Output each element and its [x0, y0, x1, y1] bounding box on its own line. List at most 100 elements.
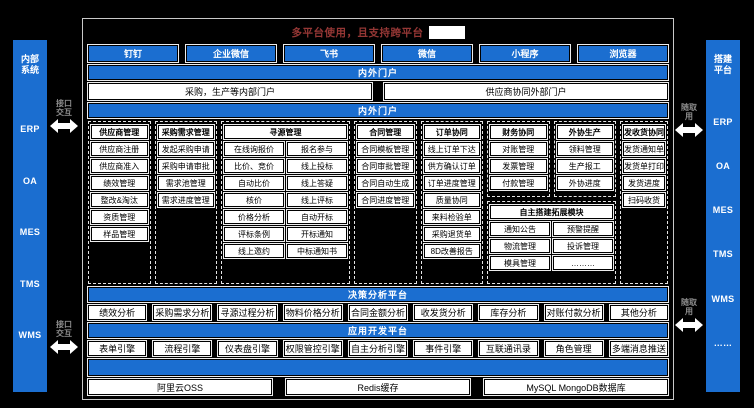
module-box: 合同模板管理: [357, 142, 414, 156]
rail-item: ERP: [20, 124, 40, 135]
group-title: 财务协同: [490, 125, 547, 139]
group-supplier: 供应商管理 供应商注册供应商准入绩效管理整改&淘汰资质管理样品管理: [88, 121, 151, 284]
analytics-box: 收发货分析: [414, 305, 473, 320]
group-title: 订单协同: [423, 125, 480, 139]
module-box: 扫码收货: [623, 193, 665, 207]
group-title: 合同管理: [357, 125, 414, 139]
module-box: 质量协同: [423, 193, 480, 207]
module-box: 中标通知书: [287, 244, 347, 258]
connector-label: 随取用: [681, 103, 697, 122]
analytics-box: 物料价格分析: [283, 305, 342, 320]
module-box: 需求池管理: [157, 176, 214, 190]
connector-label: 接口交互: [56, 320, 72, 339]
module-box: 价格分析: [224, 210, 284, 224]
analytics-row: 绩效分析采购需求分析寻源过程分析物料价格分析合同金额分析收发货分析库存分析对账付…: [88, 305, 668, 320]
title-row: 多平台使用，且支持跨平台: [88, 22, 668, 42]
group-items: 在线询报价报名参与比价、竞价线上投标自动比价线上答疑核价线上评标价格分析自动开标…: [224, 142, 347, 258]
analytics-box: 对账付款分析: [544, 305, 603, 320]
connector-label: 随取用: [681, 298, 697, 317]
group-finance: 财务协同 对账管理发票管理付款管理: [487, 121, 550, 197]
module-box: 订单进度管理: [423, 176, 480, 190]
engine-box: 权限管控引擎: [283, 341, 342, 356]
connector-left-top: 接口交互: [47, 99, 81, 134]
module-box: 发起采购申请: [157, 142, 214, 156]
channel-button: 微信: [382, 45, 472, 62]
rail-item: OA: [22, 175, 38, 186]
analytics-box: 合同金额分析: [348, 305, 408, 320]
connector-right-bottom: 随取用: [672, 298, 706, 333]
module-box: 自动比价: [224, 176, 284, 190]
module-box: 来料检验单: [423, 210, 480, 224]
module-box: 通知公告: [490, 222, 550, 236]
portal-box: 供应商协同外部门户: [384, 83, 668, 100]
group-items: 对账管理发票管理付款管理: [490, 142, 547, 190]
module-box: 发票管理: [490, 159, 547, 173]
portal-box: 采购，生产等内部门户: [88, 83, 372, 100]
module-box: 合同进度管理: [357, 193, 414, 207]
page-title: 多平台使用，且支持跨平台: [291, 26, 424, 39]
rail-title: 内部系统: [20, 54, 39, 76]
module-box: 资质管理: [91, 210, 148, 224]
group-title: 寻源管理: [224, 125, 347, 139]
group-items: 发起采购申请采购申请审批需求池管理需求进度管理: [157, 142, 214, 207]
group-title: 供应商管理: [91, 125, 148, 139]
module-box: 整改&淘汰: [91, 193, 148, 207]
connector-left-bottom: 接口交互: [47, 320, 81, 355]
module-box: 需求进度管理: [157, 193, 214, 207]
module-box: 比价、竞价: [224, 159, 284, 173]
module-box: 预警提醒: [553, 222, 613, 236]
engine-box: 仪表盘引擎: [218, 341, 277, 356]
channel-button: 小程序: [480, 45, 570, 62]
double-arrow-icon: [50, 340, 78, 355]
engine-box: 角色管理: [544, 341, 603, 356]
module-box: 采购申请审批: [157, 159, 214, 173]
group-items: 发货通知单发货单打印发货进度扫码收货: [623, 142, 665, 207]
analytics-box: 寻源过程分析: [218, 305, 277, 320]
module-box: ………: [553, 256, 613, 270]
portal-row: 采购，生产等内部门户供应商协同外部门户: [88, 83, 668, 100]
engine-box: 互联通讯录: [479, 341, 538, 356]
channel-row: 钉钉企业微信飞书微信小程序浏览器: [88, 45, 668, 62]
module-box: 发货通知单: [623, 142, 665, 156]
engine-box: 多端消息推送: [609, 341, 668, 356]
module-box: 线上答疑: [287, 176, 347, 190]
module-box: 核价: [224, 193, 284, 207]
module-box: 自动开标: [287, 210, 347, 224]
rail-item: MES: [712, 205, 734, 216]
infra-box: 阿里云OSS: [88, 379, 272, 395]
band-appdev: 应用开发平台: [88, 323, 668, 338]
rail-item: TMS: [713, 249, 733, 260]
module-box: 领料管理: [556, 142, 613, 156]
rail-item: OA: [715, 160, 731, 171]
group-title: 发收货协同: [623, 125, 665, 139]
group-title: 外协生产: [556, 125, 613, 139]
module-box: 在线询报价: [224, 142, 284, 156]
analytics-box: 其他分析: [609, 305, 668, 320]
module-box: 外协进度: [556, 176, 613, 190]
module-box: 付款管理: [490, 176, 547, 190]
module-box: 对账管理: [490, 142, 547, 156]
module-box: 线上评标: [287, 193, 347, 207]
module-box: 线上订单下达: [423, 142, 480, 156]
main-panel: 多平台使用，且支持跨平台 钉钉企业微信飞书微信小程序浏览器 内外门户 采购，生产…: [82, 18, 674, 400]
module-box: 线上投标: [287, 159, 347, 173]
group-items: 领料管理生产报工外协进度: [556, 142, 613, 190]
group-title: 采购需求管理: [157, 125, 214, 139]
module-box: 合同审批管理: [357, 159, 414, 173]
group-title: 自主搭建拓展模块: [490, 205, 613, 219]
rail-title: 搭建平台: [713, 54, 732, 76]
rail-item: ERP: [713, 116, 733, 127]
module-box: 线上邀约: [224, 244, 284, 258]
connector-right-top: 随取用: [672, 103, 706, 138]
engine-box: 事件引擎: [414, 341, 473, 356]
group-items: 供应商注册供应商准入绩效管理整改&淘汰资质管理样品管理: [91, 142, 148, 241]
rail-item: MES: [19, 227, 41, 238]
band-portal-top: 内外门户: [88, 65, 668, 80]
